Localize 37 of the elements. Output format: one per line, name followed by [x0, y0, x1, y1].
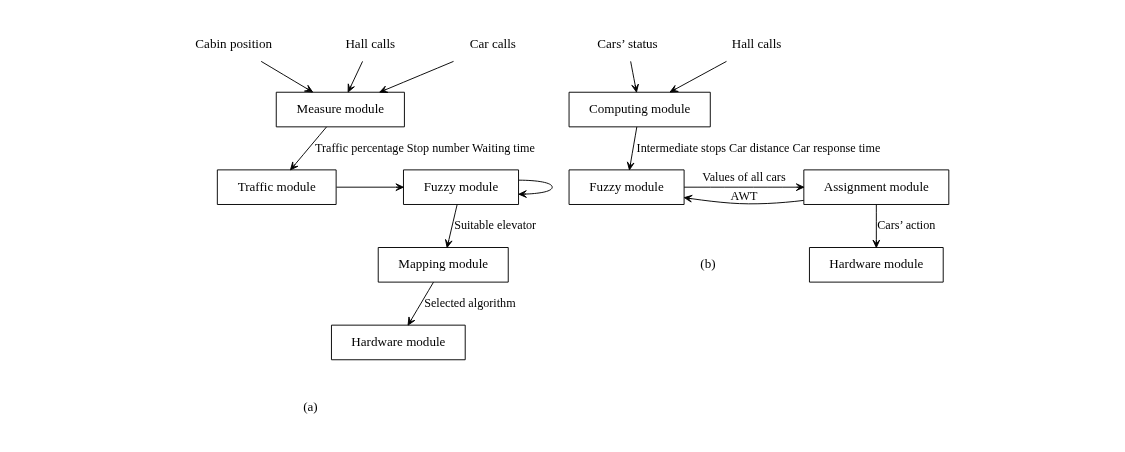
node-text: Cabin position	[195, 35, 273, 51]
node-text: Car calls	[469, 35, 516, 51]
node-box: Hardware module	[809, 247, 944, 283]
node-box: Computing module	[568, 91, 711, 128]
node-text: Hall calls	[731, 35, 782, 51]
node-box: Hardware module	[330, 324, 466, 361]
arrow	[407, 281, 434, 326]
node-box: Assignment module	[803, 169, 950, 205]
arrow	[683, 194, 805, 205]
edge-label: AWT	[730, 188, 758, 203]
node-box: Measure module	[275, 91, 405, 128]
arrow	[669, 60, 727, 93]
node-text: Cars’ status	[597, 35, 658, 51]
arrow	[260, 60, 314, 93]
edge-label: Suitable elevator	[454, 218, 537, 233]
arrow	[518, 179, 553, 198]
edge-label: Values of all cars	[702, 170, 786, 185]
arrow	[445, 204, 458, 248]
arrow	[290, 126, 327, 171]
arrow	[379, 60, 454, 93]
arrow	[683, 183, 805, 191]
edge-label: Traffic percentage Stop number Waiting time	[315, 140, 535, 155]
edge-label: Selected algorithm	[424, 295, 516, 310]
node-box: Fuzzy module	[403, 169, 519, 205]
arrow	[336, 183, 404, 191]
arrow	[626, 126, 638, 171]
node-box: Fuzzy module	[568, 169, 685, 205]
label: (b)	[700, 256, 716, 272]
arrow	[630, 60, 639, 93]
edge-label: Intermediate stops Car distance Car response time	[636, 140, 881, 155]
arrow	[872, 204, 881, 248]
edge-label: Cars’ action	[877, 218, 936, 233]
node-box: Mapping module	[377, 247, 509, 283]
arrow	[347, 60, 364, 93]
node-box: Traffic module	[216, 169, 337, 205]
label: (a)	[303, 399, 318, 415]
node-text: Hall calls	[345, 35, 396, 51]
